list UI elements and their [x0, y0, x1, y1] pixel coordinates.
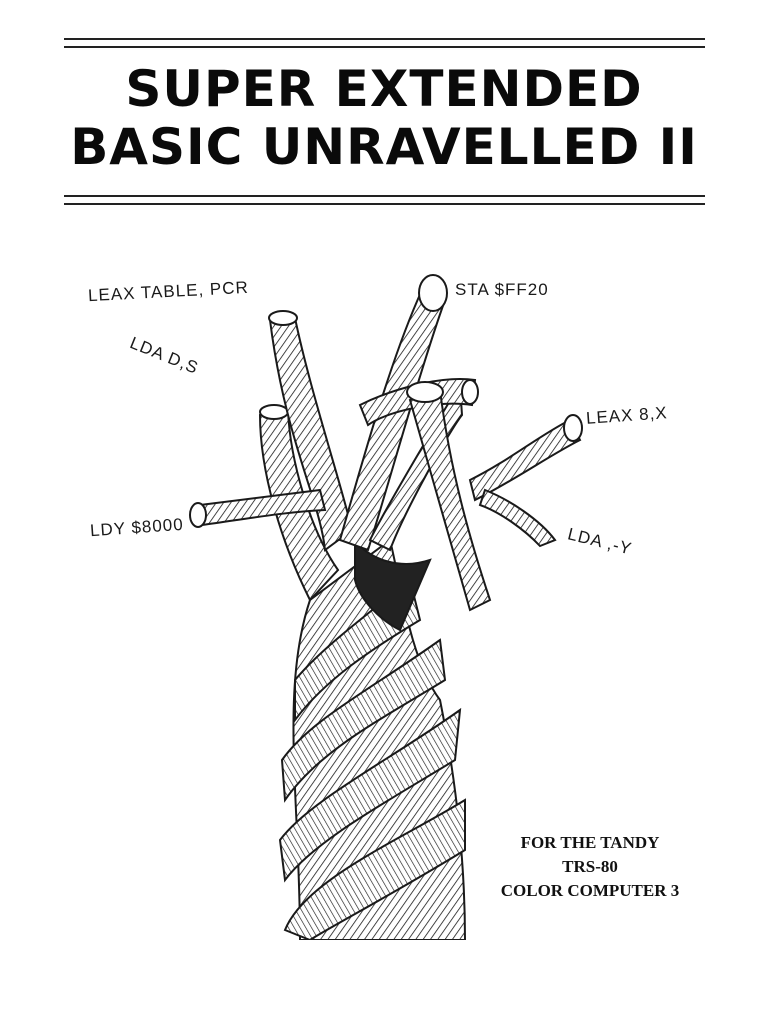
top-rule-2 — [64, 46, 705, 48]
footer-line-3: COLOR COMPUTER 3 — [500, 881, 680, 900]
bottom-rule-2 — [64, 203, 705, 205]
rope-illustration — [189, 274, 583, 940]
book-title-line-2: BASIC UNRAVELLED II — [70, 118, 698, 176]
rope-body — [278, 537, 467, 940]
frayed-strands — [189, 274, 583, 612]
footer-line-2: TRS-80 — [562, 857, 618, 876]
bottom-rule-1 — [64, 195, 705, 197]
footer-line-1: FOR THE TANDY — [520, 833, 660, 852]
book-title-line-1: SUPER EXTENDED — [125, 60, 643, 118]
label-sta: STA $FF20 — [455, 280, 549, 299]
top-rule-1 — [64, 38, 705, 40]
